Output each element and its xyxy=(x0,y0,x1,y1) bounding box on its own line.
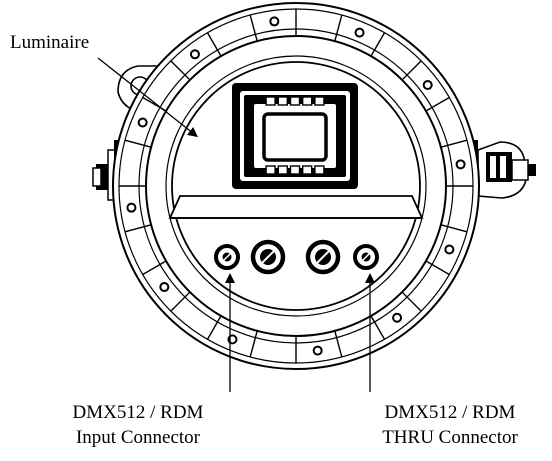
luminaire-leader-line xyxy=(97,57,198,138)
ring-segment-divider xyxy=(142,260,167,276)
display-button xyxy=(265,96,276,106)
ring-segment-divider xyxy=(206,315,222,340)
ring-bolt xyxy=(269,16,280,27)
thru-label-line2: THRU Connector xyxy=(382,427,518,448)
display-button xyxy=(289,165,301,175)
ring-segment-divider xyxy=(249,330,258,358)
ring-segment-divider xyxy=(334,14,343,42)
ring-segment-divider xyxy=(370,32,386,57)
dmx-input-connector xyxy=(214,244,240,270)
power-connector-right xyxy=(305,239,341,275)
connector-bay xyxy=(168,195,424,219)
ring-segments xyxy=(119,9,473,363)
display-button xyxy=(302,165,313,175)
ring-segment-divider xyxy=(425,260,450,276)
power-connector-left xyxy=(250,239,286,275)
display-button xyxy=(302,96,313,106)
ring-segment-divider xyxy=(440,224,468,233)
input-connector-label: DMX512 / RDM Input Connector xyxy=(38,402,238,448)
right-side-knob xyxy=(470,140,536,210)
ring-segment-divider xyxy=(401,291,422,312)
ring-bolt xyxy=(455,159,466,170)
ring-bolt xyxy=(392,312,403,323)
ring-bolt xyxy=(422,79,433,90)
dmx-thru-connector xyxy=(353,244,379,270)
display-buttons-bottom xyxy=(265,165,325,175)
ring-bolt xyxy=(137,117,148,128)
display-button xyxy=(314,165,325,175)
ring-segment-divider xyxy=(440,139,468,148)
input-label-line2: Input Connector xyxy=(75,427,200,448)
ring-bolt xyxy=(354,27,365,38)
ring-segment-divider xyxy=(401,60,422,81)
display-button xyxy=(277,96,288,106)
display-button xyxy=(265,165,276,175)
ring-segment-divider xyxy=(170,60,191,81)
ring-bolt xyxy=(444,244,455,255)
ring-bolt xyxy=(126,202,137,213)
thru-label-line1: DMX512 / RDM xyxy=(384,402,516,423)
ring-segment-divider xyxy=(370,315,386,340)
ring-bolts xyxy=(126,16,466,356)
ring-segment-divider xyxy=(334,330,343,358)
input-label-line1: DMX512 / RDM xyxy=(72,402,204,423)
display-buttons-top xyxy=(265,96,325,106)
ring-bolt xyxy=(312,345,323,356)
ring-bolt xyxy=(189,49,200,60)
ring-segment-divider xyxy=(170,291,191,312)
ring-bolt xyxy=(159,282,170,293)
display-button xyxy=(277,165,288,175)
luminaire-label: Luminaire xyxy=(10,32,90,53)
display-button xyxy=(314,96,325,106)
ring-segment-divider xyxy=(206,32,222,57)
display-button xyxy=(289,96,301,106)
display-window xyxy=(232,83,358,189)
ring-segment-divider xyxy=(425,96,450,112)
thru-connector-label: DMX512 / RDM THRU Connector xyxy=(350,402,550,448)
ring-segment-divider xyxy=(124,139,152,148)
ring-segment-divider xyxy=(124,224,152,233)
ring-segment-divider xyxy=(249,14,258,42)
